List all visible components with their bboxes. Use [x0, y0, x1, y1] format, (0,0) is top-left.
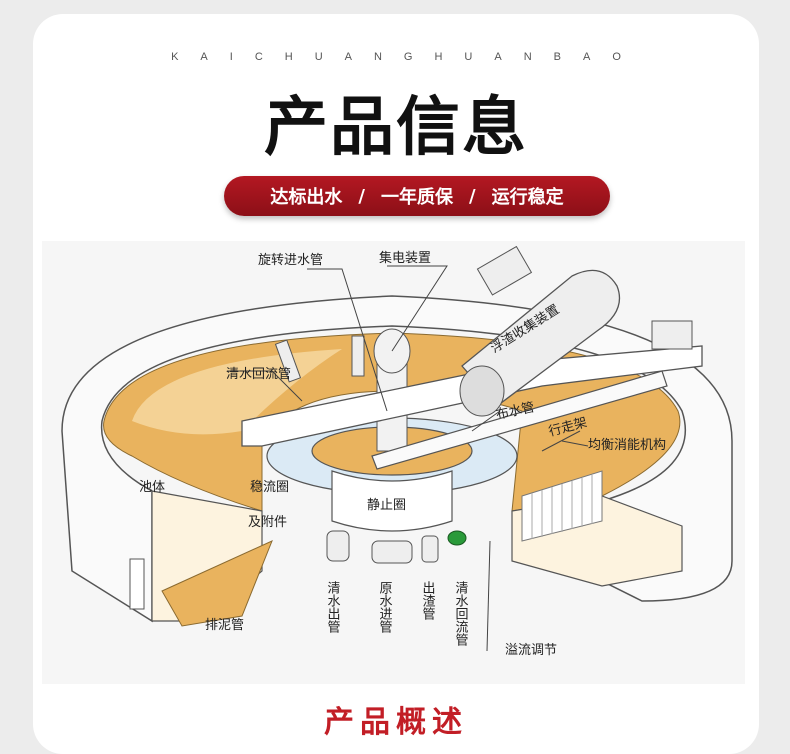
label-slag-out: 出渣管 [420, 581, 436, 621]
flotation-diagram: 旋转进水管 集电装置 浮渣收集装置 清水回流管 布水管 行走架 均衡消能机构 池… [42, 241, 745, 684]
left-sludge-hopper [161, 540, 273, 627]
scum-collector-body [461, 269, 621, 407]
label-clear-return: 清水回流管 [453, 581, 469, 647]
content-card: KAICHUANGHUANBAO 产品信息 达标出水 / 一年质保 / 运行稳定 [33, 14, 759, 754]
green-valve [447, 530, 467, 546]
label-static-ring: 静止圈 [367, 498, 406, 513]
label-sludge-pipe: 排泥管 [205, 618, 244, 633]
tagline-banner: 达标出水 / 一年质保 / 运行稳定 [224, 176, 610, 216]
label-raw-in: 原水进管 [377, 581, 393, 634]
tagline-item: 运行稳定 [491, 187, 564, 208]
scum-collector-end [459, 365, 505, 417]
pipe [351, 335, 365, 377]
left-gauge [129, 558, 145, 610]
label-accessories: 及附件 [248, 515, 287, 530]
tank-outer-wall [61, 295, 733, 623]
leader-lines [227, 265, 589, 652]
pipe [274, 339, 302, 383]
drive-unit [476, 245, 533, 296]
label-stabilizer: 稳流圈 [250, 479, 289, 495]
label-balance: 均衡消能机构 [588, 438, 666, 453]
end-drive [651, 320, 693, 350]
brand-eyebrow: KAICHUANGHUANBAO [171, 51, 643, 63]
tagline-separator: / [469, 185, 476, 207]
diagram-illustration: 旋转进水管 集电装置 浮渣收集装置 清水回流管 布水管 行走架 均衡消能机构 池… [61, 245, 733, 658]
label-tank: 池体 [139, 480, 165, 495]
tagline-item: 达标出水 [270, 187, 343, 208]
pipe-out [326, 530, 350, 562]
walkway-truss [371, 370, 668, 470]
pipe-raw [371, 540, 413, 564]
pipe-slag [421, 535, 439, 563]
label-clear-out: 清水出管 [325, 581, 341, 634]
label-collector: 集电装置 [379, 250, 431, 266]
static-ring [331, 470, 453, 532]
tagline-item: 一年质保 [381, 187, 453, 208]
label-clear-return-pipe: 清水回流管 [226, 367, 291, 382]
section-heading-next: 产品概述 [324, 705, 468, 740]
tagline-separator: / [358, 185, 365, 207]
right-fence-bars [531, 475, 593, 539]
label-overflow: 溢流调节 [505, 643, 557, 658]
page-title: 产品信息 [264, 90, 528, 165]
label-rotating-inlet: 旋转进水管 [258, 253, 323, 268]
